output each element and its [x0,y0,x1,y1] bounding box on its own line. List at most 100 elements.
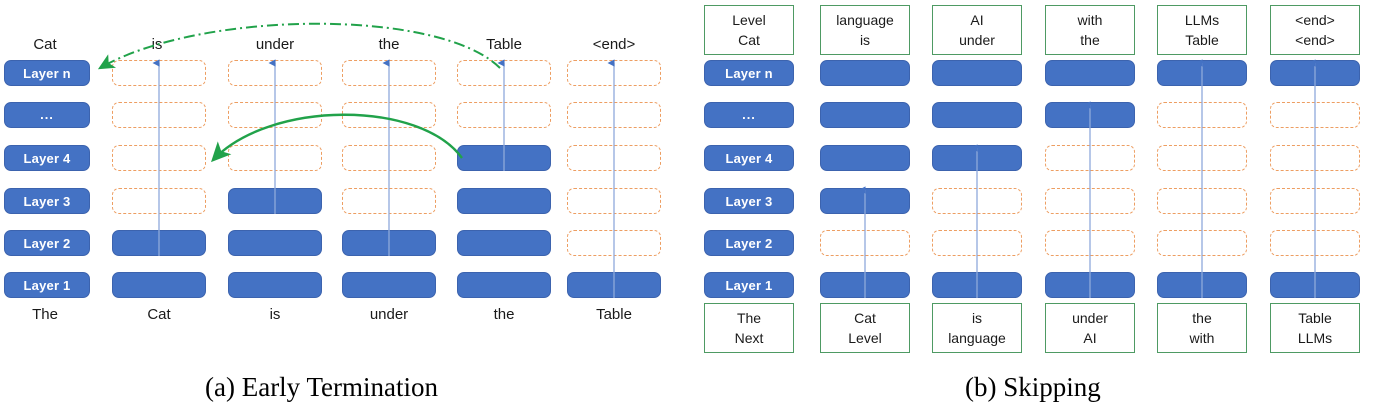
token-box-top: Level Cat [704,5,794,55]
layer-cell [932,188,1022,214]
top-token-label: Table [486,36,522,53]
layer-cell [342,145,436,171]
layer-cell [457,272,551,298]
layer-cell [932,60,1022,86]
layer-label-3: Layer 3 [704,188,794,214]
layer-cell [342,102,436,128]
layer-cell [112,188,206,214]
panel-skipping: Level Cat language is AI under with the … [690,0,1380,360]
token-line-2: <end> [1295,32,1335,48]
layer-cell [228,272,322,298]
token-line-2: Next [734,330,764,346]
token-box-bottom: Cat Level [820,303,910,353]
layer-label-2: Layer 2 [704,230,794,256]
layer-cell [1157,145,1247,171]
layer-cell [342,230,436,256]
ellipsis-glyph: ... [40,107,54,122]
panel-early-termination: Cat is under the Table <end> Layer n ...… [0,0,690,360]
layer-cell [932,102,1022,128]
top-token-label: is [151,36,163,53]
token-line-2: the [1080,32,1100,48]
token-line-2: Table [1185,32,1219,48]
layer-cell [1045,272,1135,298]
layer-cell [1270,102,1360,128]
layer-cell [228,60,322,86]
layer-cell [1157,60,1247,86]
layer-cell [1157,230,1247,256]
layer-label-4: Layer 4 [704,145,794,171]
token-box-top: AI under [932,5,1022,55]
layer-cell [228,145,322,171]
layer-cell [932,145,1022,171]
top-token-label: under [255,36,295,53]
layer-cell [1157,272,1247,298]
token-line-1: LLMs [1184,11,1220,28]
layer-cell [112,145,206,171]
layer-cell [567,60,661,86]
layer-cell [1045,145,1135,171]
token-box-bottom: is language [932,303,1022,353]
layer-cell [820,188,910,214]
token-line-2: Cat [738,32,760,48]
token-line-1: Table [1298,309,1332,326]
layer-cell [1270,60,1360,86]
layer-label-2: Layer 2 [4,230,90,256]
token-line-1: the [1192,309,1212,326]
layer-label-dots: ... [704,102,794,128]
token-box-bottom: The Next [704,303,794,353]
token-line-2: Level [848,330,882,346]
layer-cell [342,188,436,214]
layer-cell [1045,102,1135,128]
token-line-1: with [1077,11,1103,28]
token-box-top: <end> <end> [1270,5,1360,55]
layer-cell [112,230,206,256]
layer-label-1: Layer 1 [4,272,90,298]
layer-cell [567,272,661,298]
token-line-2: language [948,330,1006,346]
top-token-label: <end> [592,36,636,53]
token-line-1: under [1072,309,1108,326]
layer-cell [228,230,322,256]
bottom-token-label: Cat [147,306,171,323]
layer-cell [1270,272,1360,298]
bottom-token-label: Table [596,306,632,323]
ellipsis-glyph: ... [742,107,756,122]
layer-cell [112,60,206,86]
layer-cell [457,188,551,214]
layer-cell [112,102,206,128]
layer-label-n: Layer n [704,60,794,86]
token-box-bottom: the with [1157,303,1247,353]
top-token-label: the [378,36,400,53]
layer-cell [1157,102,1247,128]
layer-cell [342,60,436,86]
bottom-token-label: is [269,306,281,323]
token-line-1: Cat [854,309,876,326]
layer-cell [567,102,661,128]
token-box-top: with the [1045,5,1135,55]
layer-cell [1045,188,1135,214]
token-line-2: with [1189,330,1215,346]
token-line-1: language [836,11,894,28]
token-line-1: is [971,309,983,326]
layer-label-4: Layer 4 [4,145,90,171]
token-line-1: The [736,309,762,326]
caption-panel-a: (a) Early Termination [205,372,439,402]
layer-cell [342,272,436,298]
token-line-1: AI [970,11,984,28]
layer-cell [567,230,661,256]
layer-cell [457,60,551,86]
layer-cell [932,230,1022,256]
top-token-label: Cat [33,36,57,53]
layer-cell [228,102,322,128]
layer-cell [1157,188,1247,214]
caption-panel-b: (b) Skipping [965,372,1101,402]
layer-cell [820,272,910,298]
layer-cell [112,272,206,298]
layer-cell [1045,230,1135,256]
layer-cell [1045,60,1135,86]
layer-label-dots: ... [4,102,90,128]
token-line-2: under [959,32,995,48]
layer-label-1: Layer 1 [704,272,794,298]
token-box-top: language is [820,5,910,55]
